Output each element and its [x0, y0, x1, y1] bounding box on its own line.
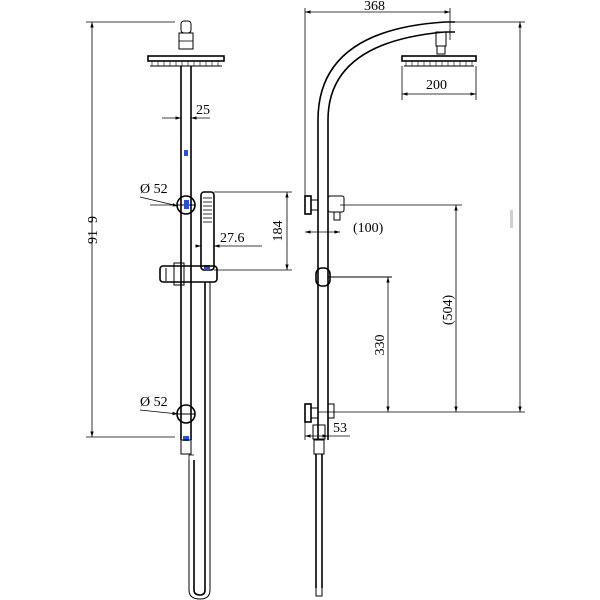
- hose-side: [313, 439, 325, 597]
- upper-span-label: (504): [441, 295, 456, 326]
- overall-height-dimension: 91 9: [86, 21, 175, 438]
- head-diameter-label: 200: [426, 78, 447, 93]
- slide-span-label: 330: [373, 335, 388, 356]
- shower-head-connector: [178, 20, 194, 50]
- bottom-offset-dimension: 53: [304, 421, 350, 440]
- slide-holder-side: [315, 267, 392, 287]
- side-view: 368: [304, 0, 525, 597]
- handheld-shower-front: [200, 191, 215, 271]
- pipe-diameter-label: 25: [196, 103, 210, 118]
- side-overall-height-line: [318, 21, 525, 413]
- riser-pipe-side: [317, 170, 329, 440]
- handheld-width-dimension: 27.6: [195, 231, 262, 248]
- hose-front: [188, 282, 211, 600]
- side-head-connector: [435, 31, 447, 55]
- bottom-wall-bracket-front: Ø 52: [139, 395, 196, 455]
- slide-holder-front: [159, 262, 218, 286]
- pipe-diameter-dimension: 25: [162, 103, 210, 120]
- top-wall-bracket-front: Ø 52: [139, 182, 196, 215]
- bracket-offset-dimension: (100): [305, 221, 384, 236]
- shower-head-front: [147, 55, 225, 67]
- handheld-height-label: 184: [271, 221, 286, 242]
- bottom-bracket-diameter-label: Ø 52: [140, 395, 168, 410]
- front-view: 91 9: [86, 20, 292, 600]
- top-bracket-diameter-label: Ø 52: [140, 182, 168, 197]
- upper-span-dimension: (504): [340, 204, 462, 412]
- shower-head-side: [401, 55, 477, 67]
- head-diameter-dimension: 200: [401, 66, 477, 100]
- overall-height-label: 91 9: [86, 216, 101, 244]
- slide-span-dimension: 330: [373, 277, 390, 412]
- handheld-width-label: 27.6: [220, 231, 245, 246]
- arm-reach-label: 368: [364, 0, 385, 14]
- riser-pipe-front: [180, 66, 192, 440]
- arm-reach-dimension: 368: [304, 0, 451, 196]
- bracket-offset-label: (100): [353, 221, 384, 236]
- top-wall-bracket-side: [304, 195, 345, 221]
- handheld-height-dimension: 184: [214, 191, 292, 271]
- curved-arm: [317, 21, 455, 170]
- bottom-offset-label: 53: [333, 421, 347, 436]
- edge-mark: [510, 210, 513, 228]
- bottom-wall-bracket-side: [304, 403, 335, 440]
